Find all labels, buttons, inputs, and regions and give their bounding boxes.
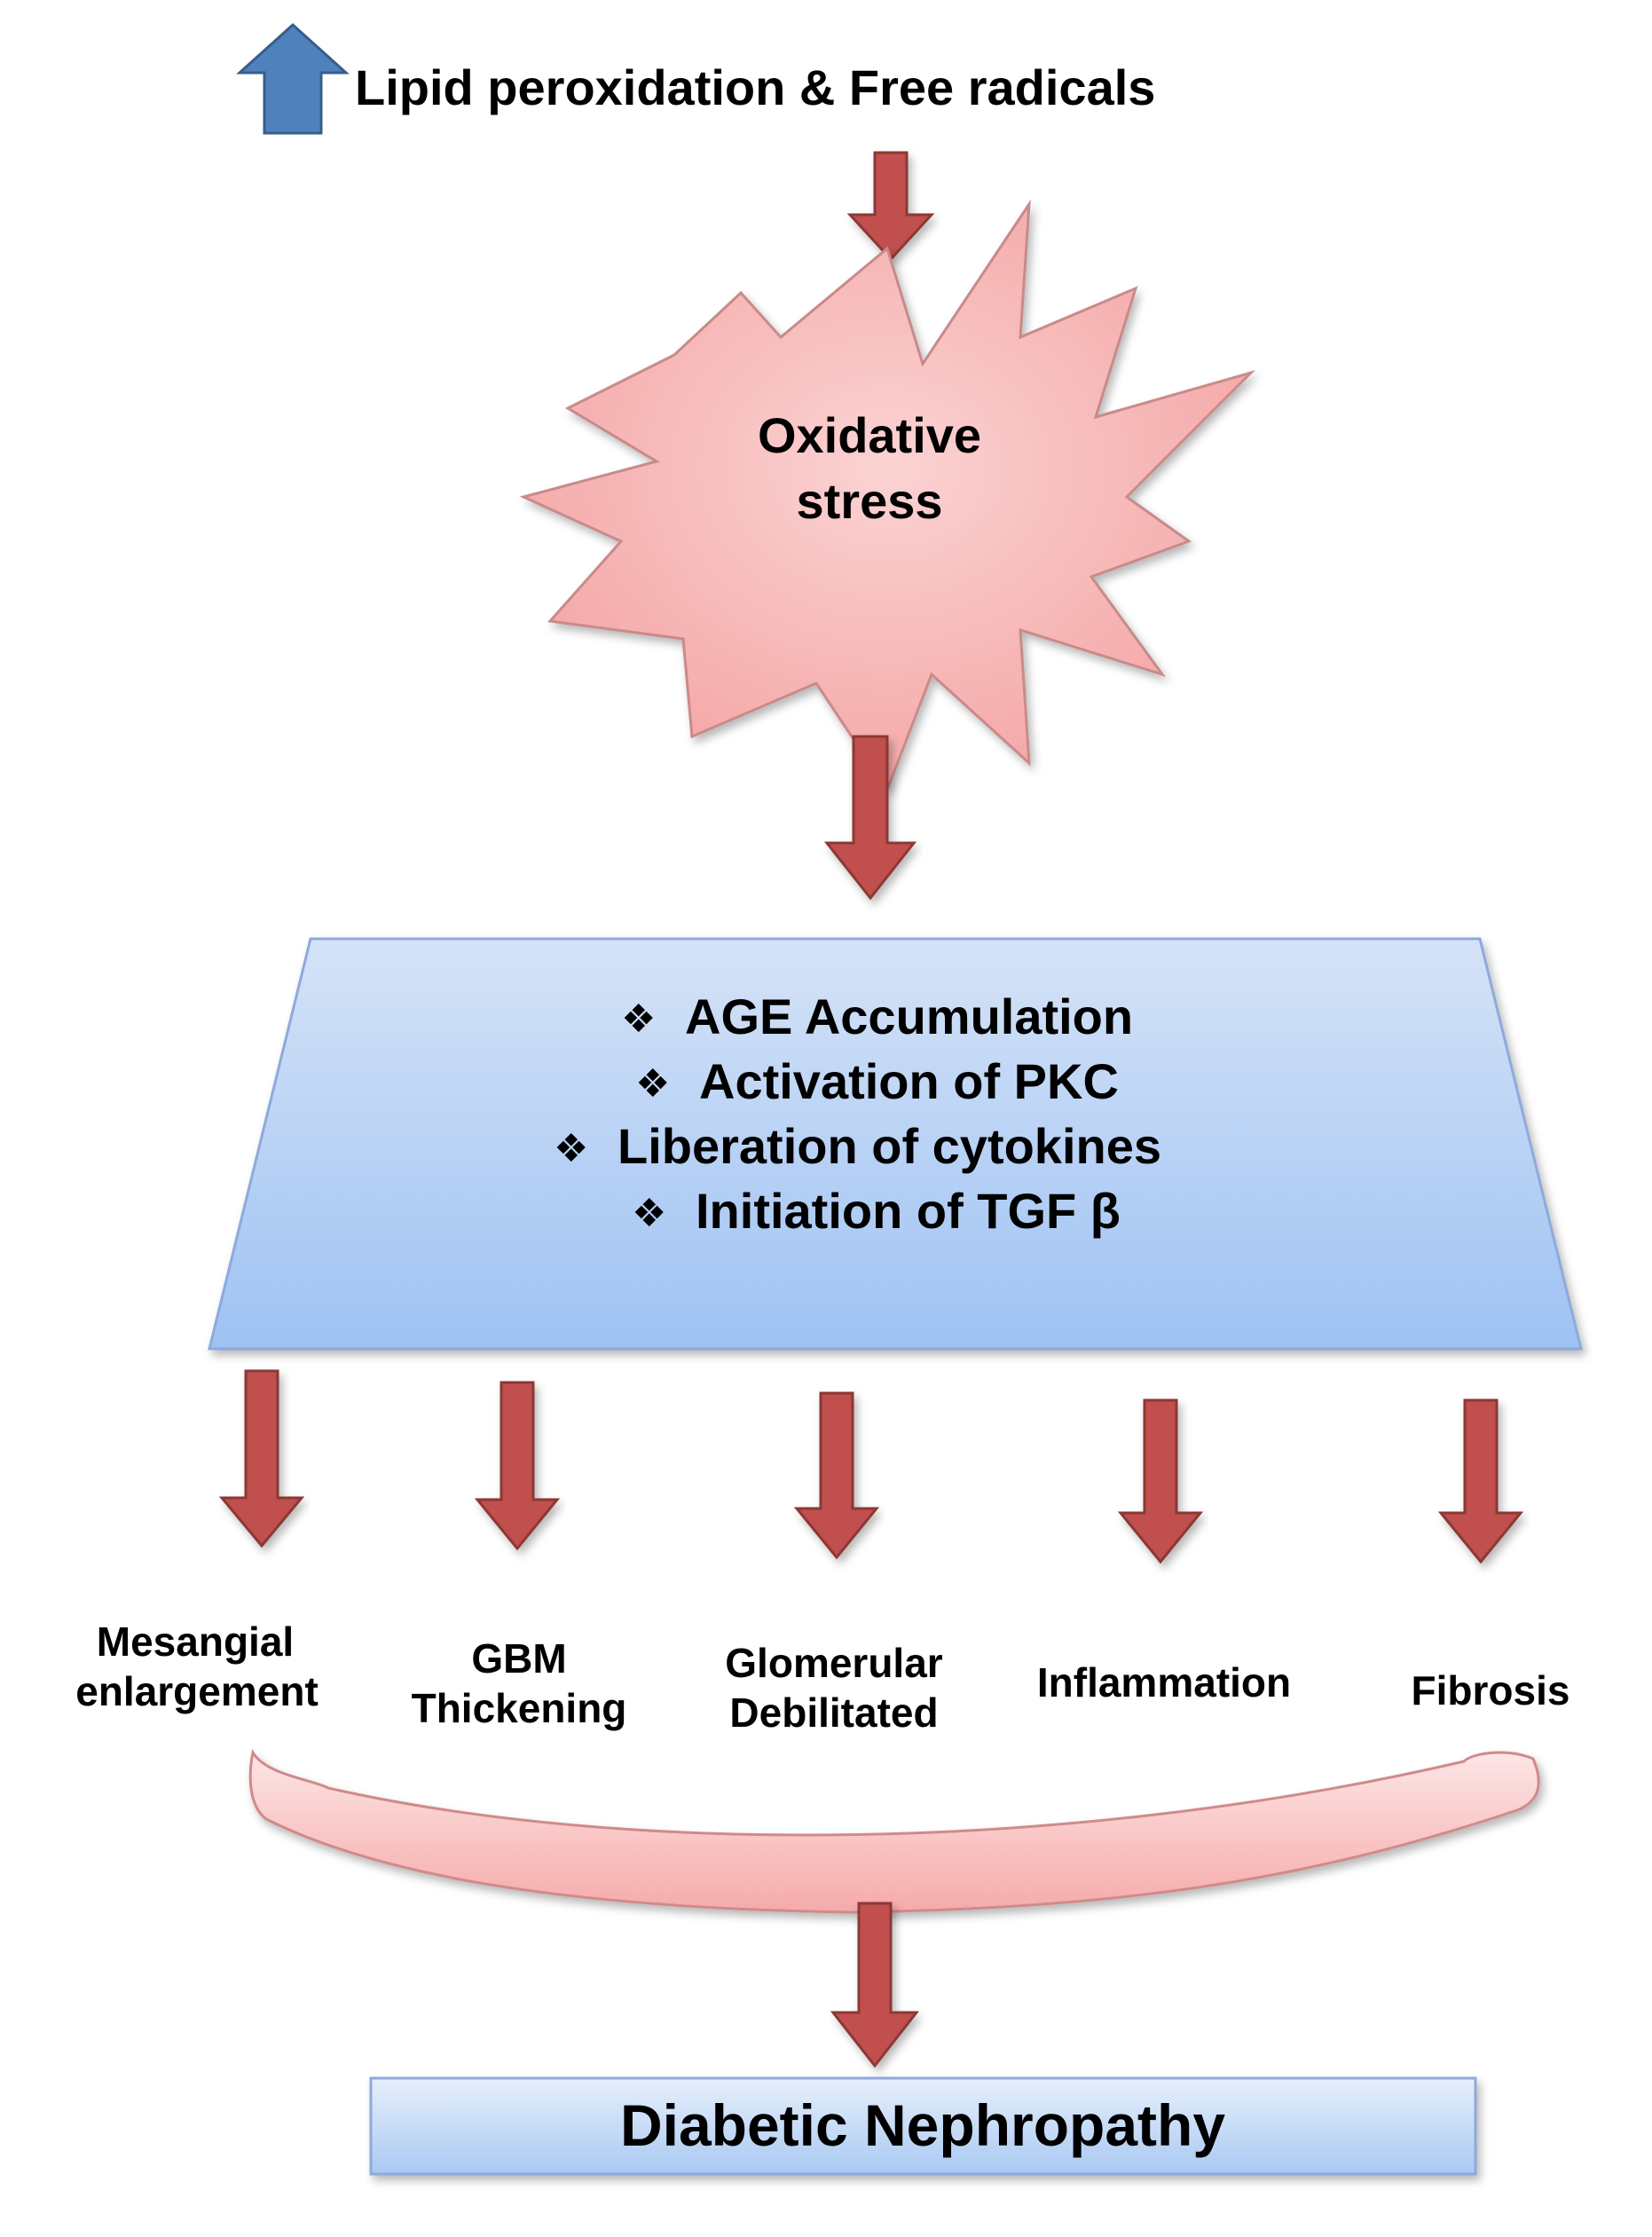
mechanism-bullet: ❖ — [621, 997, 656, 1041]
mechanism-item: ❖ AGE Accumulation — [621, 989, 1133, 1044]
arrow-to-outcome-5 — [1437, 1398, 1524, 1564]
outcome-4-line-1: Inflammation — [1037, 1659, 1291, 1705]
arrow-title-to-stress — [846, 151, 935, 262]
outcome-3-line-1: Glomerular — [725, 1640, 943, 1686]
mechanism-item: ❖ Liberation of cytokines — [554, 1118, 1161, 1174]
arrow-to-outcome-2 — [474, 1381, 561, 1551]
arrow-stress-to-mechanisms — [823, 735, 917, 901]
outcome-labels: Mesangial enlargement GBM Thickening Glo… — [75, 1619, 1569, 1736]
outcome-1-line-2: enlargement — [75, 1668, 319, 1714]
mechanisms-box: ❖ AGE Accumulation ❖ Activation of PKC ❖… — [208, 937, 1583, 1351]
mechanism-bullet: ❖ — [635, 1062, 670, 1106]
mechanism-bullet: ❖ — [554, 1127, 588, 1170]
title-text: Lipid peroxidation & Free radicals — [355, 59, 1155, 115]
mechanism-bullet: ❖ — [632, 1192, 666, 1235]
arrow-to-outcome-4 — [1117, 1398, 1204, 1564]
mechanism-label: Liberation of cytokines — [618, 1118, 1161, 1174]
arrow-to-outcome-1 — [218, 1369, 305, 1548]
stress-line-2: stress — [796, 473, 942, 529]
mechanism-label: Initiation of TGF β — [696, 1183, 1121, 1239]
stress-line-1: Oxidative — [758, 407, 981, 463]
outcome-3-line-2: Debilitated — [729, 1690, 938, 1736]
outcomes-bracket — [248, 1748, 1540, 1914]
outcome-2-line-2: Thickening — [412, 1685, 627, 1731]
up-arrow-icon — [236, 22, 350, 135]
outcome-5-line-1: Fibrosis — [1412, 1667, 1570, 1713]
result-box: Diabetic Nephropathy — [369, 2076, 1477, 2176]
starburst-shape — [519, 199, 1256, 793]
title-row: Lipid peroxidation & Free radicals — [236, 22, 1155, 135]
mechanism-label: AGE Accumulation — [685, 989, 1133, 1044]
outcome-2-line-1: GBM — [471, 1635, 566, 1682]
mechanism-label: Activation of PKC — [699, 1053, 1119, 1109]
oxidative-stress-node: Oxidative stress — [519, 199, 1256, 793]
outcome-1-line-1: Mesangial — [97, 1619, 294, 1665]
result-rect — [369, 2076, 1477, 2176]
result-label: Diabetic Nephropathy — [620, 2092, 1225, 2158]
arrow-to-outcome-3 — [793, 1391, 880, 1560]
mechanism-item: ❖ Activation of PKC — [635, 1053, 1119, 1109]
mechanism-item: ❖ Initiation of TGF β — [632, 1183, 1121, 1239]
outcome-arrows — [218, 1369, 1524, 1564]
arrow-to-result — [830, 1902, 920, 2068]
mechanisms-trapezoid — [208, 937, 1583, 1351]
